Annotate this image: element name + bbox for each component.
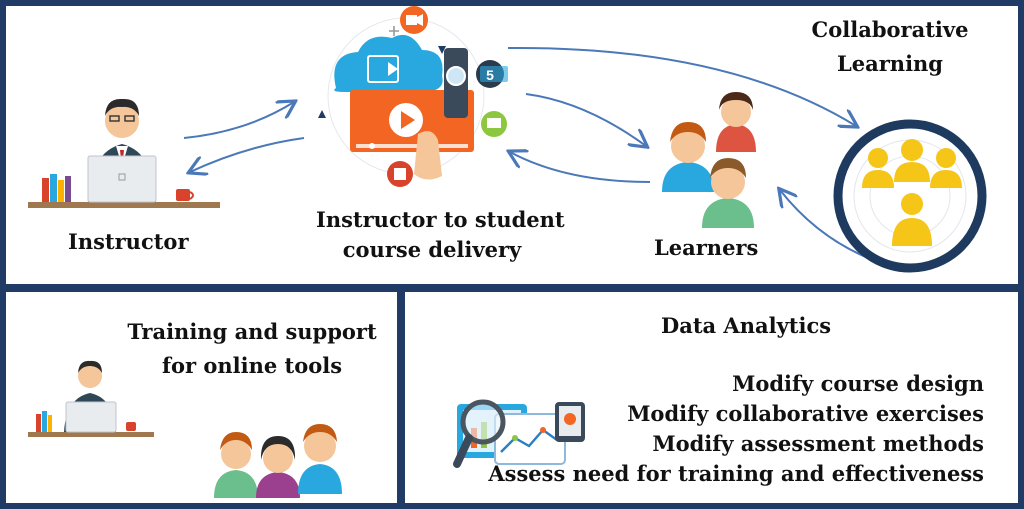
training-support-panel: Training and support for online tools xyxy=(6,292,397,503)
arrow-learners-to-course xyxy=(510,152,651,183)
course-delivery-panel: 5 xyxy=(6,6,1018,284)
top-illustration: 5 xyxy=(28,6,987,273)
learners-small-icon xyxy=(214,424,342,498)
timer-digit: 5 xyxy=(486,67,494,83)
instructor-small-icon xyxy=(28,360,154,437)
analytics-item-1: Modify course design xyxy=(732,371,984,396)
video-course-icon xyxy=(318,6,508,187)
instructor-icon xyxy=(28,98,220,208)
analytics-item-2: Modify collaborative exercises xyxy=(627,401,984,426)
arrow-collab-to-learners xyxy=(780,190,869,259)
delivery-label-line1: Instructor to student xyxy=(316,207,565,232)
arrow-course-to-collab xyxy=(507,46,856,126)
arrow-course-to-instructor xyxy=(190,137,305,172)
learners-icon xyxy=(662,92,756,228)
training-illustration xyxy=(28,360,342,498)
data-analytics-panel: Data Analytics Modify course design Modi… xyxy=(405,292,1018,503)
instructor-label: Instructor xyxy=(68,229,189,254)
analytics-title: Data Analytics xyxy=(661,313,832,338)
analytics-item-3: Modify assessment methods xyxy=(652,431,984,456)
delivery-label-line2: course delivery xyxy=(342,237,522,262)
collab-label-line1: Collaborative xyxy=(811,17,969,42)
magnifier-icon xyxy=(453,399,506,468)
training-title-line2: for online tools xyxy=(161,353,343,378)
training-title-line1: Training and support xyxy=(127,319,377,344)
collab-label-line2: Learning xyxy=(837,51,943,76)
arrow-course-to-learners xyxy=(525,93,646,146)
learners-label: Learners xyxy=(654,235,759,260)
analytics-item-4: Assess need for training and effectivene… xyxy=(488,461,984,486)
analytics-illustration xyxy=(453,399,585,468)
collaborative-group-icon xyxy=(833,119,987,273)
arrow-instructor-to-course xyxy=(183,102,294,139)
